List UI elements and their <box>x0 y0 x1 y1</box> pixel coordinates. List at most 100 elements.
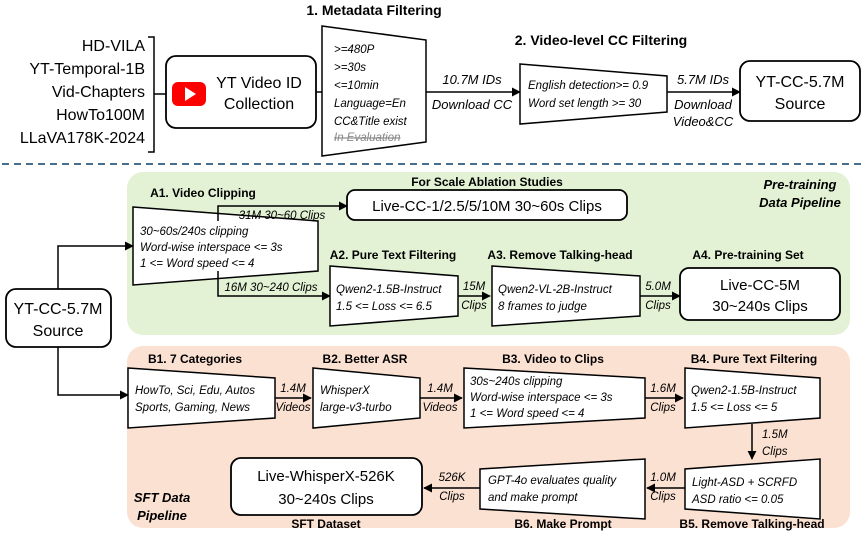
metadata-filter-trapezoid <box>321 25 427 157</box>
a2-rule: Qwen2-1.5B-Instruct <box>336 284 442 296</box>
clips-count: Clips <box>439 491 465 503</box>
a3-rule: Qwen2-VL-2B-Instruct <box>498 284 613 296</box>
b3-rule: 1 <= Word speed <= 4 <box>470 408 584 420</box>
a2-rule: 1.5 <= Loss <= 6.5 <box>336 301 433 313</box>
sft-output-label: Live-WhisperX-526K <box>257 468 395 485</box>
collection-label: YT Video ID <box>216 75 302 92</box>
clips-count: Clips <box>645 300 671 312</box>
sft-output-box <box>230 457 423 516</box>
clips-count: Clips <box>650 491 676 503</box>
pretrain-panel <box>127 172 850 335</box>
clips-count: Clips <box>461 300 487 312</box>
youtube-logo-icon <box>172 82 206 106</box>
pretrain-title: Pre-training <box>764 177 837 192</box>
metadata-rule: CC&Title exist <box>334 116 408 128</box>
clips-count: 5.0M <box>645 281 671 293</box>
scale-title: For Scale Ablation Studies <box>411 175 563 189</box>
a1-rule: 30~60s/240s clipping <box>140 226 249 238</box>
ids-count: 10.7M IDs <box>442 72 502 87</box>
a3-trapezoid <box>491 265 641 327</box>
a2-title: A2. Pure Text Filtering <box>330 248 456 262</box>
sft-title: Pipeline <box>137 508 187 523</box>
a4-title: A4. Pre-training Set <box>692 248 803 262</box>
clips-count: 1.6M <box>650 383 676 395</box>
arrow <box>217 271 331 301</box>
clips-count: 31M 30~60 Clips <box>239 210 326 222</box>
b5-rule: Light-ASD + SCRFD <box>692 477 797 489</box>
a3-title: A3. Remove Talking-head <box>487 248 632 262</box>
a2-trapezoid <box>329 265 459 327</box>
source-dataset: HowTo100M <box>56 107 145 124</box>
source-dataset: YT-Temporal-1B <box>29 61 145 78</box>
a1-title: A1. Video Clipping <box>150 186 256 200</box>
metadata-title: 1. Metadata Filtering <box>306 2 441 18</box>
clips-count: Clips <box>650 402 676 414</box>
b3-trapezoid <box>463 367 646 429</box>
a1-rule: 1 <= Word speed <= 4 <box>140 258 254 270</box>
b5-title: B5. Remove Talking-head <box>679 517 824 531</box>
clips-count: 16M 30~240 Clips <box>224 282 317 294</box>
cc-filter-trapezoid <box>519 63 668 125</box>
b3-rule: Word-wise interspace <= 3s <box>470 392 613 404</box>
a1-rule: Word-wise interspace <= 3s <box>140 242 283 254</box>
scale-ablation-label: Live-CC-1/2.5/5/10M 30~60s Clips <box>372 198 602 215</box>
b2-rule: WhisperX <box>320 385 371 397</box>
sft-title: SFT Data <box>134 490 190 505</box>
b2-title: B2. Better ASR <box>323 352 408 366</box>
source-datasets: HD-VILA YT-Temporal-1B Vid-Chapters HowT… <box>20 38 145 147</box>
metadata-rule: Language=En <box>334 98 406 110</box>
b3-rule: 30s~240s clipping <box>470 376 563 388</box>
clips-count: Clips <box>762 446 788 458</box>
pretrain-title: Data Pipeline <box>759 195 841 210</box>
cc-filter-title: 2. Video-level CC Filtering <box>515 32 687 48</box>
ytcc-output-box <box>739 60 861 122</box>
metadata-rule: >=30s <box>334 62 366 74</box>
videos-count: Videos <box>276 402 311 414</box>
a4-output-label: Live-CC-5M <box>720 277 800 294</box>
b5-rule: ASD ratio <= 0.05 <box>691 494 784 506</box>
arrow <box>217 201 348 221</box>
a4-output-label: 30~240s Clips <box>712 298 807 315</box>
a3-rule: 8 frames to judge <box>498 301 587 313</box>
a4-output-box <box>679 267 841 321</box>
b1-rule: HowTo, Sci, Edu, Autos <box>135 385 255 397</box>
cc-rule: English detection>= 0.9 <box>528 80 649 92</box>
metadata-rule: <=10min <box>334 80 379 92</box>
b4-rule: 1.5 <= Loss <= 5 <box>691 402 778 414</box>
download-cc-label: Download CC <box>432 97 513 112</box>
source-label: Source <box>33 323 84 340</box>
b2-trapezoid <box>312 367 421 429</box>
sft-output-label: 30~240s Clips <box>278 491 373 508</box>
clips-count: 1.5M <box>762 429 788 441</box>
b6-trapezoid <box>479 458 646 520</box>
b1-trapezoid <box>127 367 276 429</box>
arrow <box>57 347 129 400</box>
source-dataset: HD-VILA <box>82 38 145 55</box>
clips-count: 1.0M <box>650 472 676 484</box>
b4-title: B4. Pure Text Filtering <box>691 352 817 366</box>
b2-rule: large-v3-turbo <box>320 402 392 414</box>
download-label: Download <box>674 97 733 112</box>
b3-title: B3. Video to Clips <box>502 352 604 366</box>
source-label: YT-CC-5.7M <box>14 301 103 318</box>
b6-title: B6. Make Prompt <box>514 517 611 531</box>
download-label: Video&CC <box>673 114 734 129</box>
cc-rule: Word set length >= 30 <box>528 98 642 110</box>
metadata-rule: >=480P <box>334 44 375 56</box>
videos-count: 1.4M <box>427 383 453 395</box>
ytcc-output-label: YT-CC-5.7M <box>756 74 845 91</box>
b1-rule: Sports, Gaming, News <box>135 402 250 414</box>
b4-rule: Qwen2-1.5B-Instruct <box>691 385 797 397</box>
b4-trapezoid <box>684 367 821 429</box>
clips-count: 526K <box>439 472 467 484</box>
arrow <box>57 241 134 289</box>
clips-count: 15M <box>463 281 486 293</box>
metadata-struck-rule: In Evaluation <box>334 132 401 144</box>
ytcc-output-label: Source <box>775 96 826 113</box>
videos-count: 1.4M <box>280 383 306 395</box>
b6-rule: GPT-4o evaluates quality <box>488 475 617 487</box>
source-dataset: LLaVA178K-2024 <box>20 130 145 147</box>
collection-label: Collection <box>224 96 294 113</box>
